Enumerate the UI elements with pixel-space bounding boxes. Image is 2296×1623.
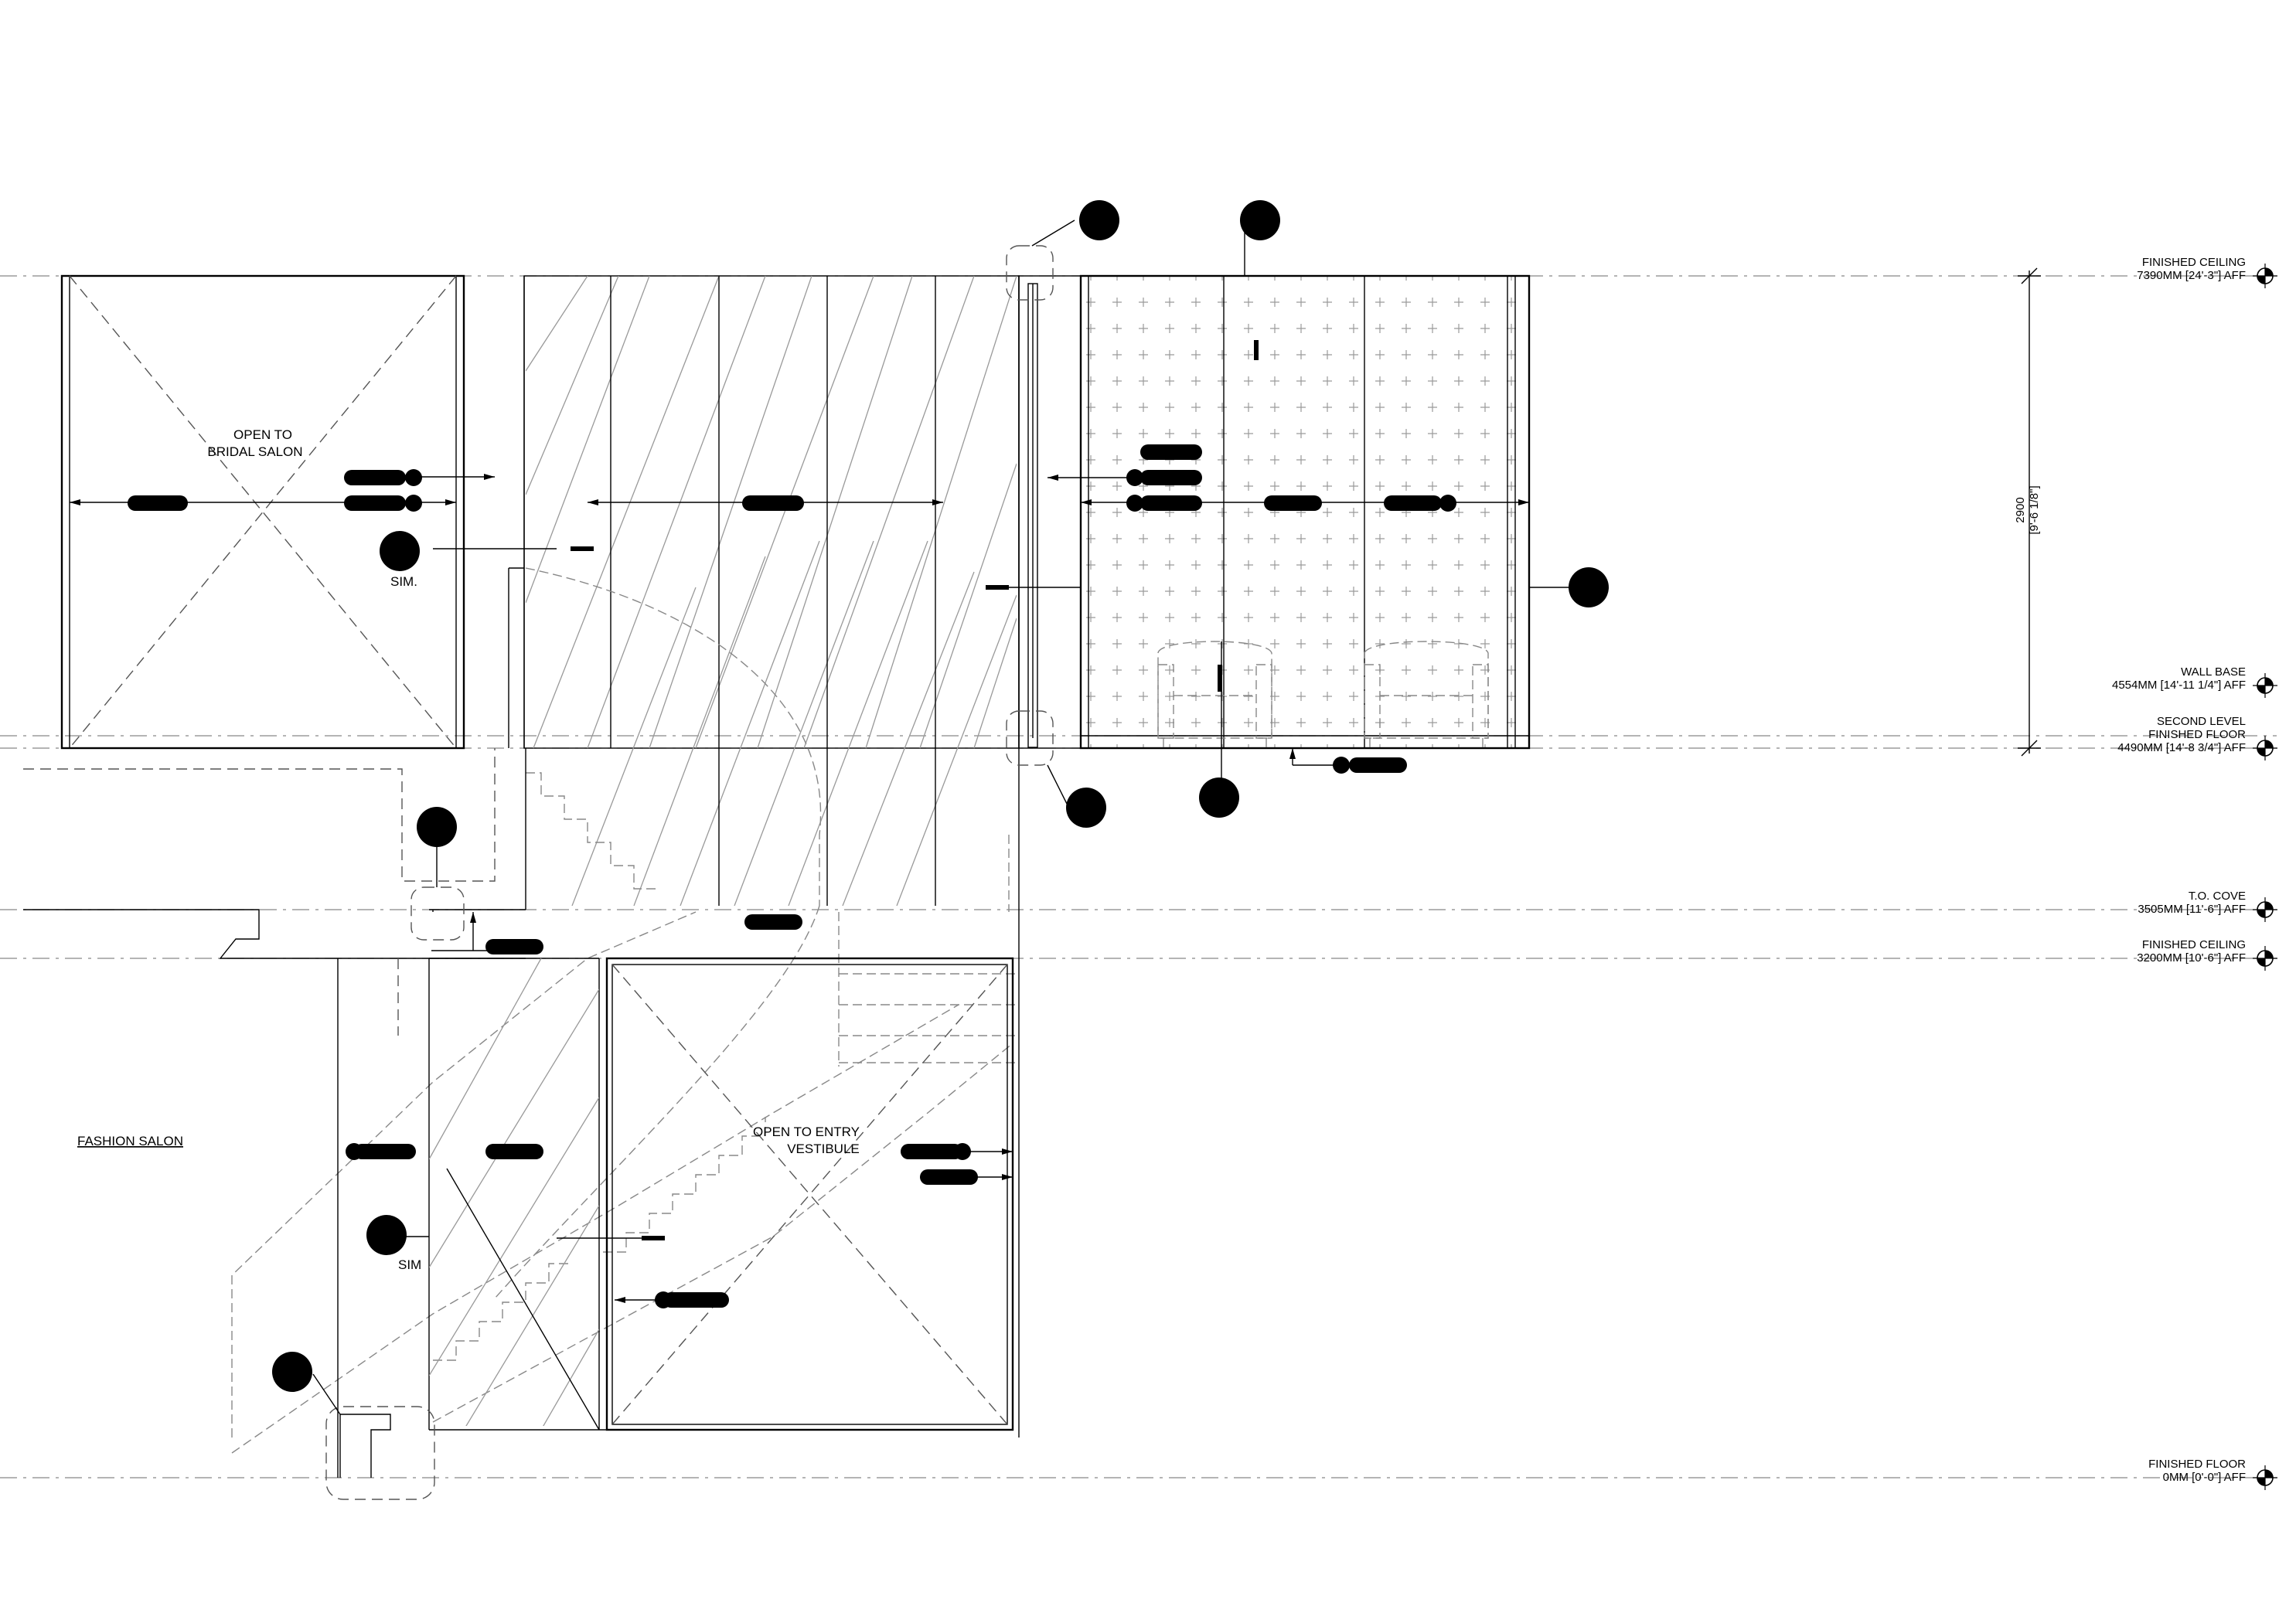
callout-cloud-top-head [1006,245,1054,301]
level-value: 3200MM [10'-6"] AFF [2137,951,2246,965]
fashion-salon-label: FASHION SALON [77,1134,183,1148]
datum-symbol-cross [2253,736,2277,760]
redacted-tag [920,1169,978,1185]
level-name: WALL BASE [2181,665,2246,679]
level-name: FINISHED CEILING [2142,938,2246,951]
detail-bubbles [272,200,1609,1392]
sim-note-upper: SIM. [390,574,417,589]
level-value: 0MM [0'-0"] AFF [2163,1471,2246,1484]
redacted-tag [1349,757,1407,773]
callout-cloud-bulkhead [410,886,465,941]
datum-symbol-cross [2253,1465,2277,1490]
entry-label-line1: OPEN TO ENTRY [753,1125,860,1139]
upholstered-panel-pattern [1081,276,1529,748]
redacted-tag [1140,495,1202,511]
glass-wall [523,275,1020,1438]
detail-bubble [1240,200,1280,240]
level-name: FINISHED CEILING [2142,256,2246,269]
redacted-tag [344,470,406,485]
callout-cloud-stair-base [325,1406,435,1500]
dimension-imperial: [9'-6 1/8"] [2028,485,2041,534]
level-value: 7390MM [24'-3"] AFF [2137,269,2246,282]
lower-stair-zone [337,958,607,1478]
redacted-tags [128,340,1456,1308]
level-name2: FINISHED FLOOR [2148,728,2246,741]
level-value: 4490MM [14'-8 3/4"] AFF [2117,741,2246,754]
detail-bubble [1199,777,1239,818]
redacted-tag [1218,665,1222,692]
level-name: SECOND LEVEL [2157,715,2246,728]
datum-symbol-cross [2253,673,2277,698]
redacted-tag [1126,469,1143,486]
stair-hidden-lines [231,567,1019,1454]
redacted-tag [346,1143,363,1160]
redacted-tag [1126,495,1143,512]
redacted-tag [405,495,422,512]
redacted-tag [354,1144,416,1159]
level-name: T.O. COVE [2189,890,2246,903]
feature-wall [1018,274,1531,750]
entry-vestibule-opening [605,957,1014,1431]
detail-bubble [272,1352,312,1392]
slab-and-bulkhead [23,748,526,959]
detail-bubble [1066,788,1106,828]
detail-bubble [1079,200,1119,240]
armchair-right [1364,641,1489,750]
detail-bubble [417,807,457,847]
redacted-tag [901,1144,962,1159]
sim-note-lower: SIM [398,1257,421,1272]
redacted-tag [663,1292,729,1308]
redacted-tag [485,1144,543,1159]
detail-bubble [1569,567,1609,607]
entry-label-line2: VESTIBULE [787,1142,860,1156]
redacted-tag [1254,340,1259,360]
bridal-label-line1: OPEN TO [233,427,292,442]
redacted-tag [655,1291,672,1308]
redacted-tag [405,469,422,486]
datum-symbol-cross [2253,264,2277,288]
redacted-tag [485,939,543,954]
detail-bubble [380,531,420,571]
redacted-tag [986,585,1009,590]
room-labels: OPEN TO BRIDAL SALON OPEN TO ENTRY VESTI… [77,427,860,1272]
height-dimension: 2900 [9'-6 1/8"] [2014,267,2041,757]
datum-symbol-cross [2253,897,2277,922]
redacted-tag [571,546,594,551]
redacted-tag [128,495,188,511]
redacted-tag [744,914,802,930]
redacted-tag [1439,495,1456,512]
redacted-tag [742,495,804,511]
bridal-salon-opening [60,274,525,750]
redacted-tag [1384,495,1442,511]
detail-bubble [366,1215,407,1255]
detail-callout-clouds [325,245,1054,1500]
redacted-tag [1140,444,1202,460]
bridal-label-line2: BRIDAL SALON [207,444,302,459]
redacted-tag [642,1236,665,1240]
redacted-tag [1264,495,1322,511]
level-value: 4554MM [14'-11 1/4"] AFF [2112,679,2246,692]
redacted-tag [1333,757,1350,774]
redacted-tag [344,495,406,511]
callout-cloud-sill [1006,710,1054,766]
redacted-tag [1140,470,1202,485]
level-name: FINISHED FLOOR [2148,1458,2246,1471]
redacted-tag [954,1143,971,1160]
datum-symbol-cross [2253,946,2277,971]
armchair-left [1157,641,1272,750]
glass-hatching [526,276,1017,906]
level-value: 3505MM [11'-6"] AFF [2138,903,2246,916]
dimension-value: 2900 [2014,497,2027,522]
